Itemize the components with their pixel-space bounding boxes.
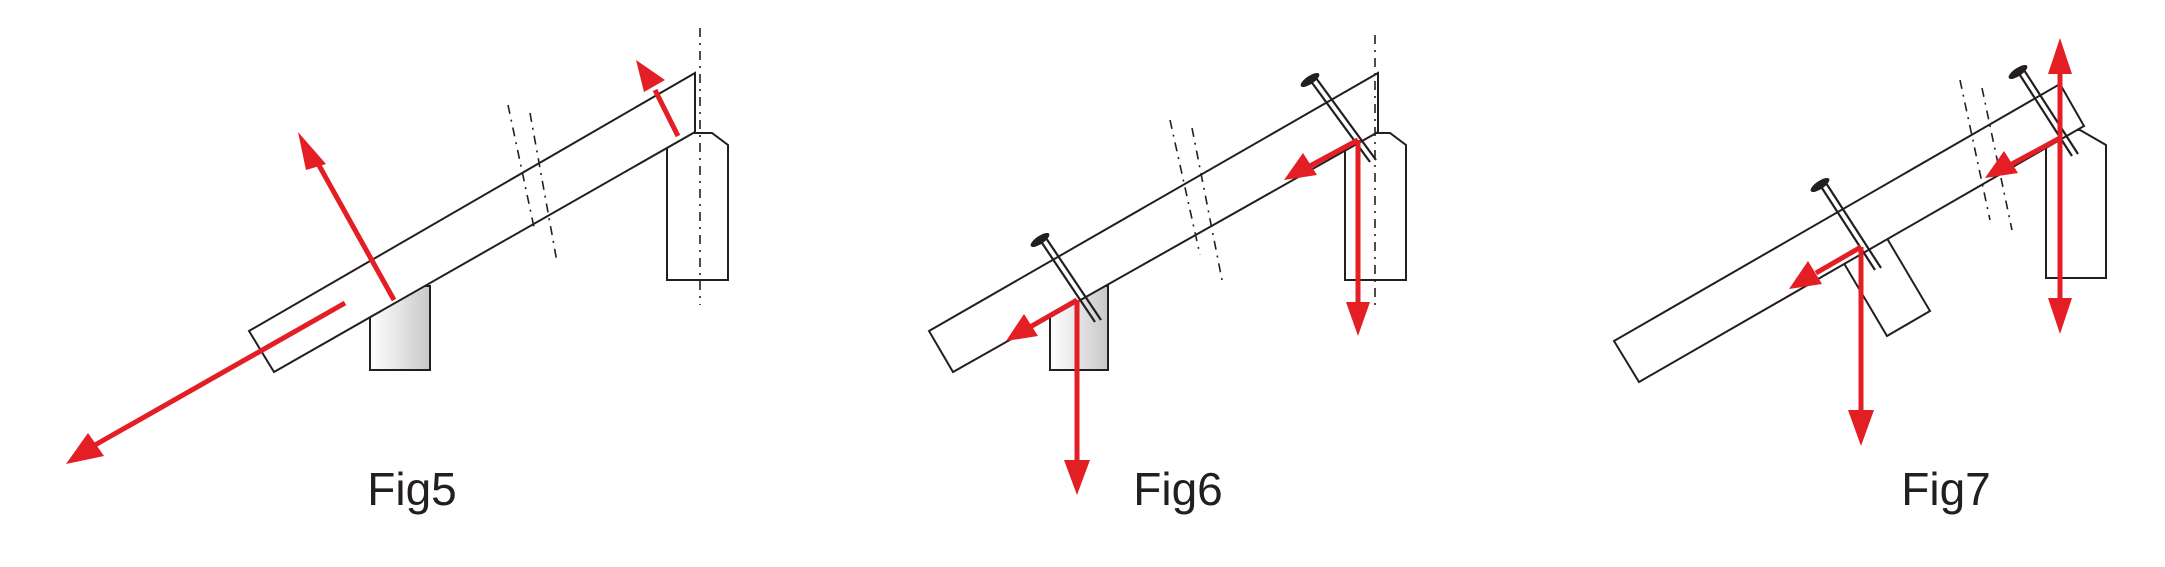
break-line <box>1959 79 1991 221</box>
figure-label: Fig5 <box>367 463 456 515</box>
break-line <box>1981 87 2013 231</box>
figure-5: Fig5 <box>66 28 729 515</box>
break-line <box>529 112 558 263</box>
force-arrow <box>2048 38 2072 334</box>
force-arrow <box>1064 300 1090 495</box>
force-arrow <box>66 300 347 464</box>
force-arrow <box>636 60 681 138</box>
inclined-beam <box>927 71 1379 374</box>
post <box>666 132 729 281</box>
figure-6: Fig6 <box>927 35 1407 515</box>
nail-icon <box>2008 65 2079 157</box>
nail-icon <box>1810 178 1882 271</box>
force-arrow <box>1006 297 1079 341</box>
force-arrow <box>1848 247 1874 446</box>
force-arrow <box>1284 137 1360 180</box>
force-arrow <box>298 132 397 302</box>
figure-7: Fig7 <box>1612 38 2107 515</box>
break-line <box>507 104 536 233</box>
force-arrow <box>1985 135 2062 178</box>
force-arrow <box>1346 140 1370 336</box>
inclined-beam <box>1612 82 2086 384</box>
break-line <box>1169 119 1201 256</box>
figure-label: Fig6 <box>1133 463 1222 515</box>
force-arrow <box>1789 244 1863 289</box>
figure-label: Fig7 <box>1901 463 1990 515</box>
nail-icon <box>1030 233 1102 323</box>
inclined-beam <box>247 71 696 374</box>
break-line <box>1191 127 1223 281</box>
